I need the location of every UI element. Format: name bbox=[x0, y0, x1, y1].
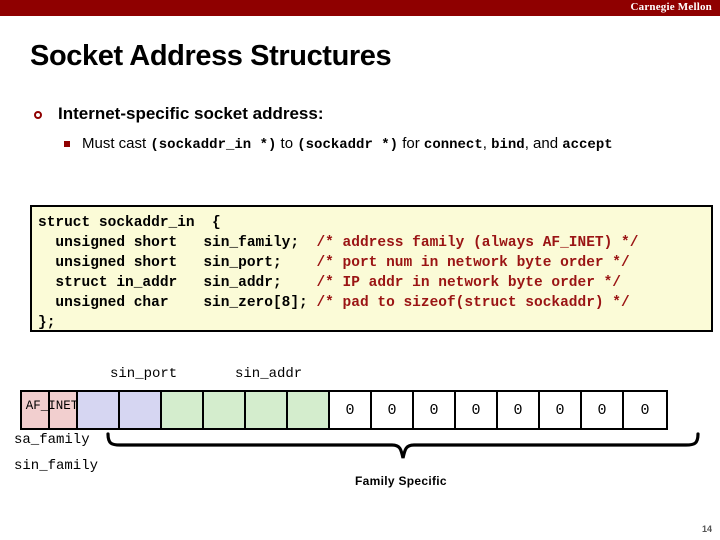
byte-cell: 0 bbox=[330, 392, 372, 428]
byte-cell: 0 bbox=[582, 392, 624, 428]
field-label: sin_addr bbox=[235, 366, 303, 382]
page-number: 14 bbox=[701, 524, 712, 534]
code-text: struct in_addr sin_addr; bbox=[38, 275, 317, 291]
bullet-text-part: for bbox=[398, 135, 424, 152]
code-listing: struct sockaddr_in { unsigned short sin_… bbox=[38, 213, 638, 331]
circle-bullet-icon bbox=[34, 111, 42, 119]
code-text: struct sockaddr_in { bbox=[38, 215, 221, 231]
bullet-text-part: to bbox=[276, 135, 298, 152]
bullet-text-part: , and bbox=[524, 135, 563, 152]
bullet-level2-label: Must cast (sockaddr_in *) to (sockaddr *… bbox=[82, 132, 682, 157]
code-text: unsigned char sin_zero[8]; bbox=[38, 295, 317, 311]
code-comment: /* address family (always AF_INET) */ bbox=[316, 235, 639, 251]
byte-cell bbox=[204, 392, 246, 428]
field-label: sin_port bbox=[110, 366, 178, 382]
header-bar: Carnegie Mellon bbox=[0, 0, 720, 16]
code-line: unsigned short sin_family; /* address fa… bbox=[38, 233, 638, 253]
byte-cell: 0 bbox=[540, 392, 582, 428]
byte-cell bbox=[162, 392, 204, 428]
byte-cell: 0 bbox=[498, 392, 540, 428]
code-line: struct in_addr sin_addr; /* IP addr in n… bbox=[38, 273, 638, 293]
bullet-text-part: , bbox=[482, 135, 492, 152]
af-inet-label: AF_INET bbox=[25, 399, 79, 413]
byte-cell bbox=[78, 392, 120, 428]
code-text: unsigned short sin_family; bbox=[38, 235, 317, 251]
square-bullet-icon bbox=[64, 141, 70, 147]
code-comment: /* pad to sizeof(struct sockaddr) */ bbox=[316, 295, 630, 311]
byte-cell: 0 bbox=[372, 392, 414, 428]
code-line: }; bbox=[38, 313, 638, 331]
brand-label: Carnegie Mellon bbox=[630, 1, 712, 13]
page-title: Socket Address Structures bbox=[30, 40, 392, 72]
code-sockaddr-cast: (sockaddr *) bbox=[297, 137, 399, 153]
byte-cell bbox=[288, 392, 330, 428]
byte-cell: 0 bbox=[456, 392, 498, 428]
family-specific-label: Family Specific bbox=[355, 474, 447, 488]
family-specific-brace-icon bbox=[106, 432, 700, 459]
code-line: struct sockaddr_in { bbox=[38, 213, 638, 233]
bullet-level1-label: Internet-specific socket address: bbox=[58, 104, 324, 123]
byte-cell: 0 bbox=[624, 392, 666, 428]
code-text: unsigned short sin_port; bbox=[38, 255, 317, 271]
code-line: unsigned short sin_port; /* port num in … bbox=[38, 253, 638, 273]
code-comment: /* port num in network byte order */ bbox=[316, 255, 630, 271]
code-sockaddr-in-cast: (sockaddr_in *) bbox=[150, 137, 277, 153]
bullet-text-part: Must cast bbox=[82, 135, 151, 152]
code-bind: bind bbox=[491, 137, 525, 153]
code-text: }; bbox=[38, 315, 56, 331]
field-label: sin_family bbox=[14, 458, 99, 474]
code-connect: connect bbox=[423, 137, 483, 153]
byte-cell bbox=[22, 392, 50, 428]
byte-cell bbox=[246, 392, 288, 428]
code-comment: /* IP addr in network byte order */ bbox=[316, 275, 622, 291]
code-block: struct sockaddr_in { unsigned short sin_… bbox=[30, 205, 713, 332]
byte-cell: 0 bbox=[414, 392, 456, 428]
code-line: unsigned char sin_zero[8]; /* pad to siz… bbox=[38, 293, 638, 313]
byte-cell bbox=[120, 392, 162, 428]
code-accept: accept bbox=[562, 137, 613, 153]
field-label: sa_family bbox=[14, 432, 90, 448]
byte-cell bbox=[50, 392, 78, 428]
